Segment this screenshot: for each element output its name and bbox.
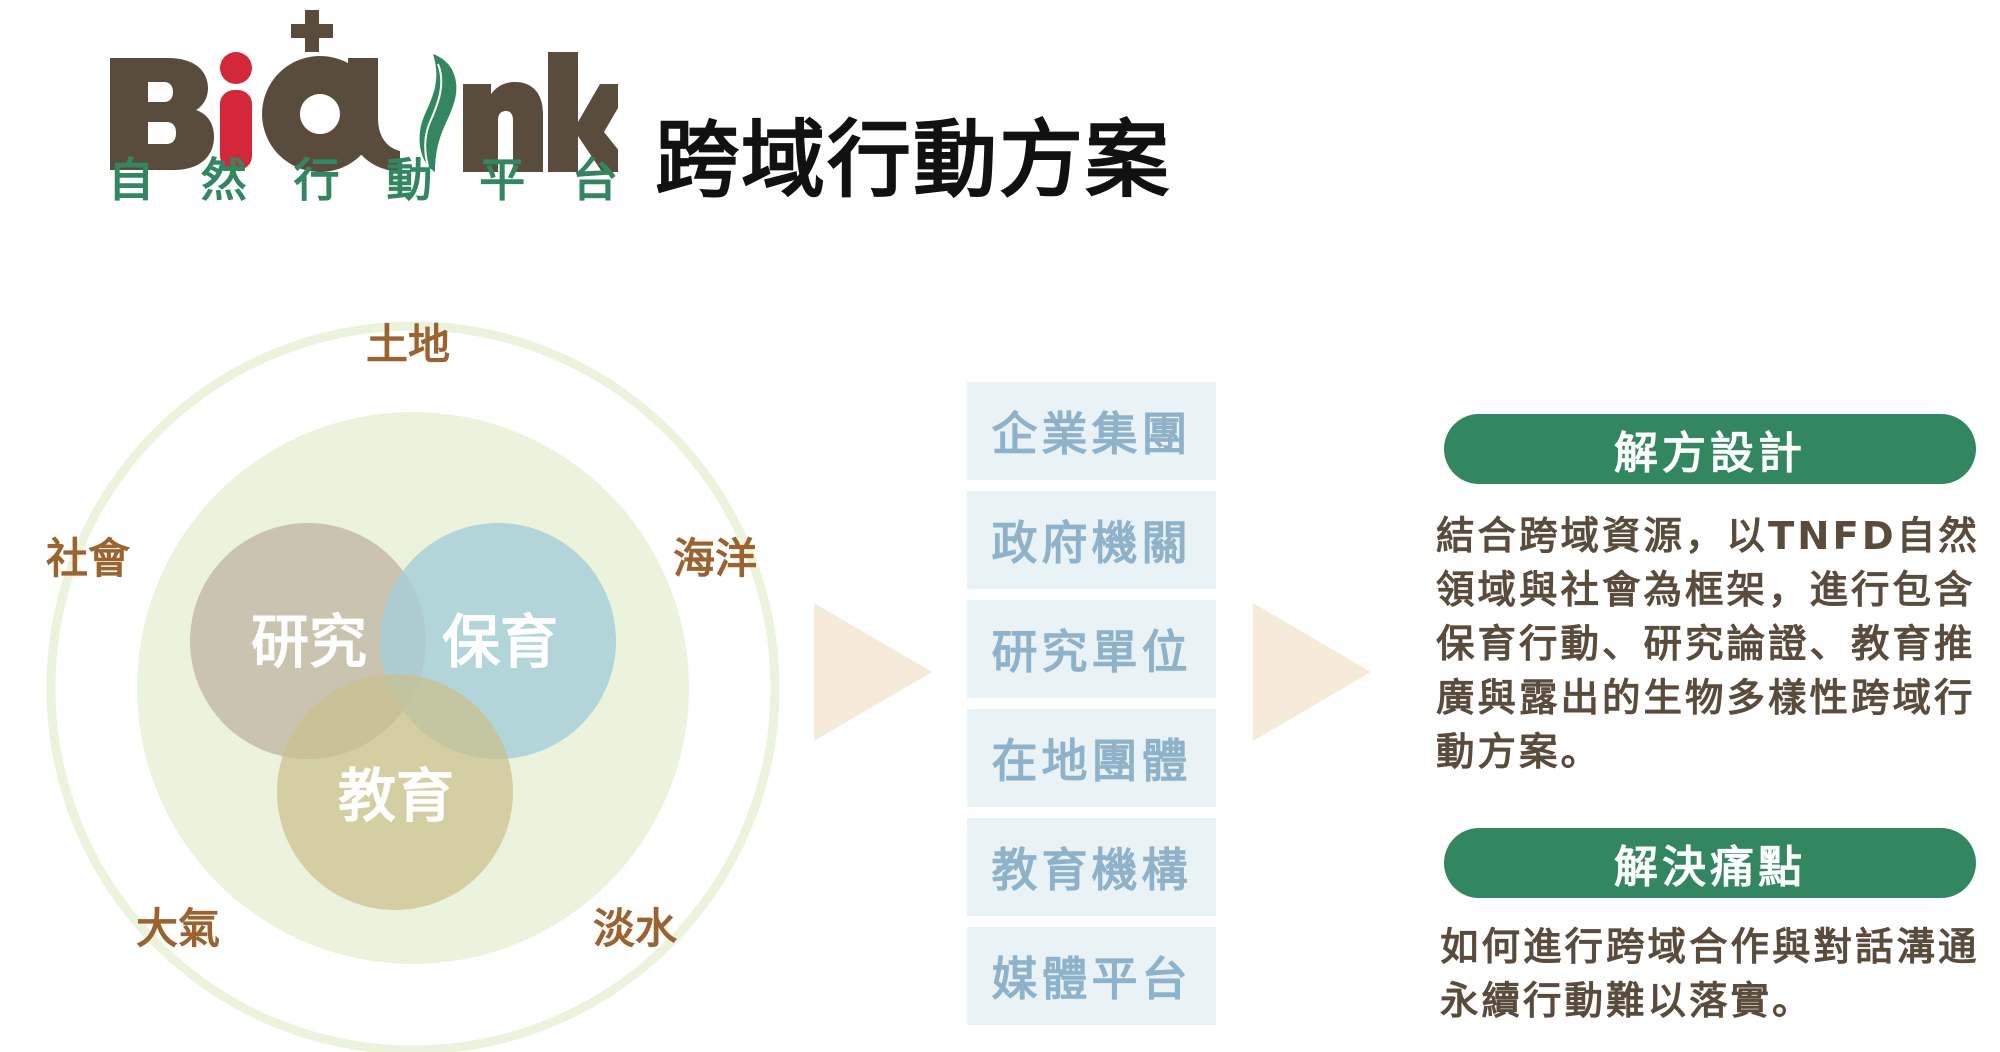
logo-subtitle-char: 台 — [571, 153, 618, 207]
plus-icon — [291, 10, 333, 52]
solution-text: 結合跨域資源，以TNFD自然 領域與社會為框架，進行包含 保育行動、研究論證、教… — [1436, 510, 1980, 780]
logo-i-dot — [220, 52, 252, 84]
venn-label-education: 教育 — [337, 762, 455, 830]
stakeholder-item: 研究單位 — [967, 600, 1216, 698]
logo-subtitle-char: 然 — [200, 153, 247, 207]
venn-circle-education — [277, 674, 513, 910]
stakeholder-item: 在地團體 — [967, 709, 1216, 807]
solution-line: 結合跨域資源，以TNFD自然 — [1436, 514, 1980, 559]
pain-point-text: 如何進行跨域合作與對話溝通 永續行動難以落實。 — [1440, 921, 1980, 1029]
outer-ring — [46, 321, 780, 1052]
logo-subtitle-char: 平 — [479, 153, 526, 207]
ring-label-land: 土地 — [366, 320, 451, 369]
logo-subtitle: 自 然 行 動 平 台 — [108, 154, 618, 206]
logo-subtitle-char: 動 — [386, 153, 433, 207]
solution-line: 保育行動、研究論證、教育推 — [1436, 622, 1976, 667]
ring-label-ocean: 海洋 — [673, 534, 758, 583]
solution-line: 廣與露出的生物多樣性跨域行 — [1436, 676, 1976, 721]
page-title: 跨域行動方案 — [655, 111, 1172, 209]
ring-label-society: 社會 — [46, 534, 131, 583]
leaf-icon — [419, 54, 457, 172]
logo-letter-n — [463, 82, 543, 172]
logo-letter-b — [110, 58, 214, 170]
logo-subtitle-char: 行 — [293, 153, 340, 207]
venn-diagram: 土地 社會 海洋 大氣 淡水 研究 保育 教育 — [0, 300, 830, 1052]
venn-label-conservation: 保育 — [441, 608, 559, 676]
stakeholder-item: 媒體平台 — [967, 927, 1216, 1025]
biolink-logo: 自 然 行 動 平 台 — [108, 8, 618, 208]
venn-svg — [46, 321, 780, 1052]
solution-line: 領域與社會為框架，進行包含 — [1436, 568, 1976, 613]
stakeholder-item: 政府機關 — [967, 491, 1216, 589]
arrow-right-icon — [1253, 603, 1371, 741]
solution-line: 動方案。 — [1436, 730, 1603, 775]
pain-point-line: 如何進行跨域合作與對話溝通 — [1440, 925, 1980, 970]
arrow-right-icon — [814, 603, 932, 741]
logo-letter-k — [548, 52, 618, 172]
logo-letter-l — [348, 58, 400, 172]
stakeholder-item: 企業集團 — [967, 382, 1216, 480]
venn-label-research: 研究 — [250, 608, 368, 676]
logo-i-stem — [220, 90, 252, 170]
logo-subtitle-char: 自 — [108, 153, 154, 207]
logo-mark — [110, 10, 618, 172]
ring-label-freshwater: 淡水 — [593, 904, 678, 953]
pain-point-line: 永續行動難以落實。 — [1440, 979, 1814, 1024]
ring-label-atmosphere: 大氣 — [136, 904, 221, 953]
stakeholder-item: 教育機構 — [967, 818, 1216, 916]
solution-heading: 解方設計 — [1444, 414, 1976, 484]
pain-point-heading: 解決痛點 — [1444, 828, 1976, 898]
